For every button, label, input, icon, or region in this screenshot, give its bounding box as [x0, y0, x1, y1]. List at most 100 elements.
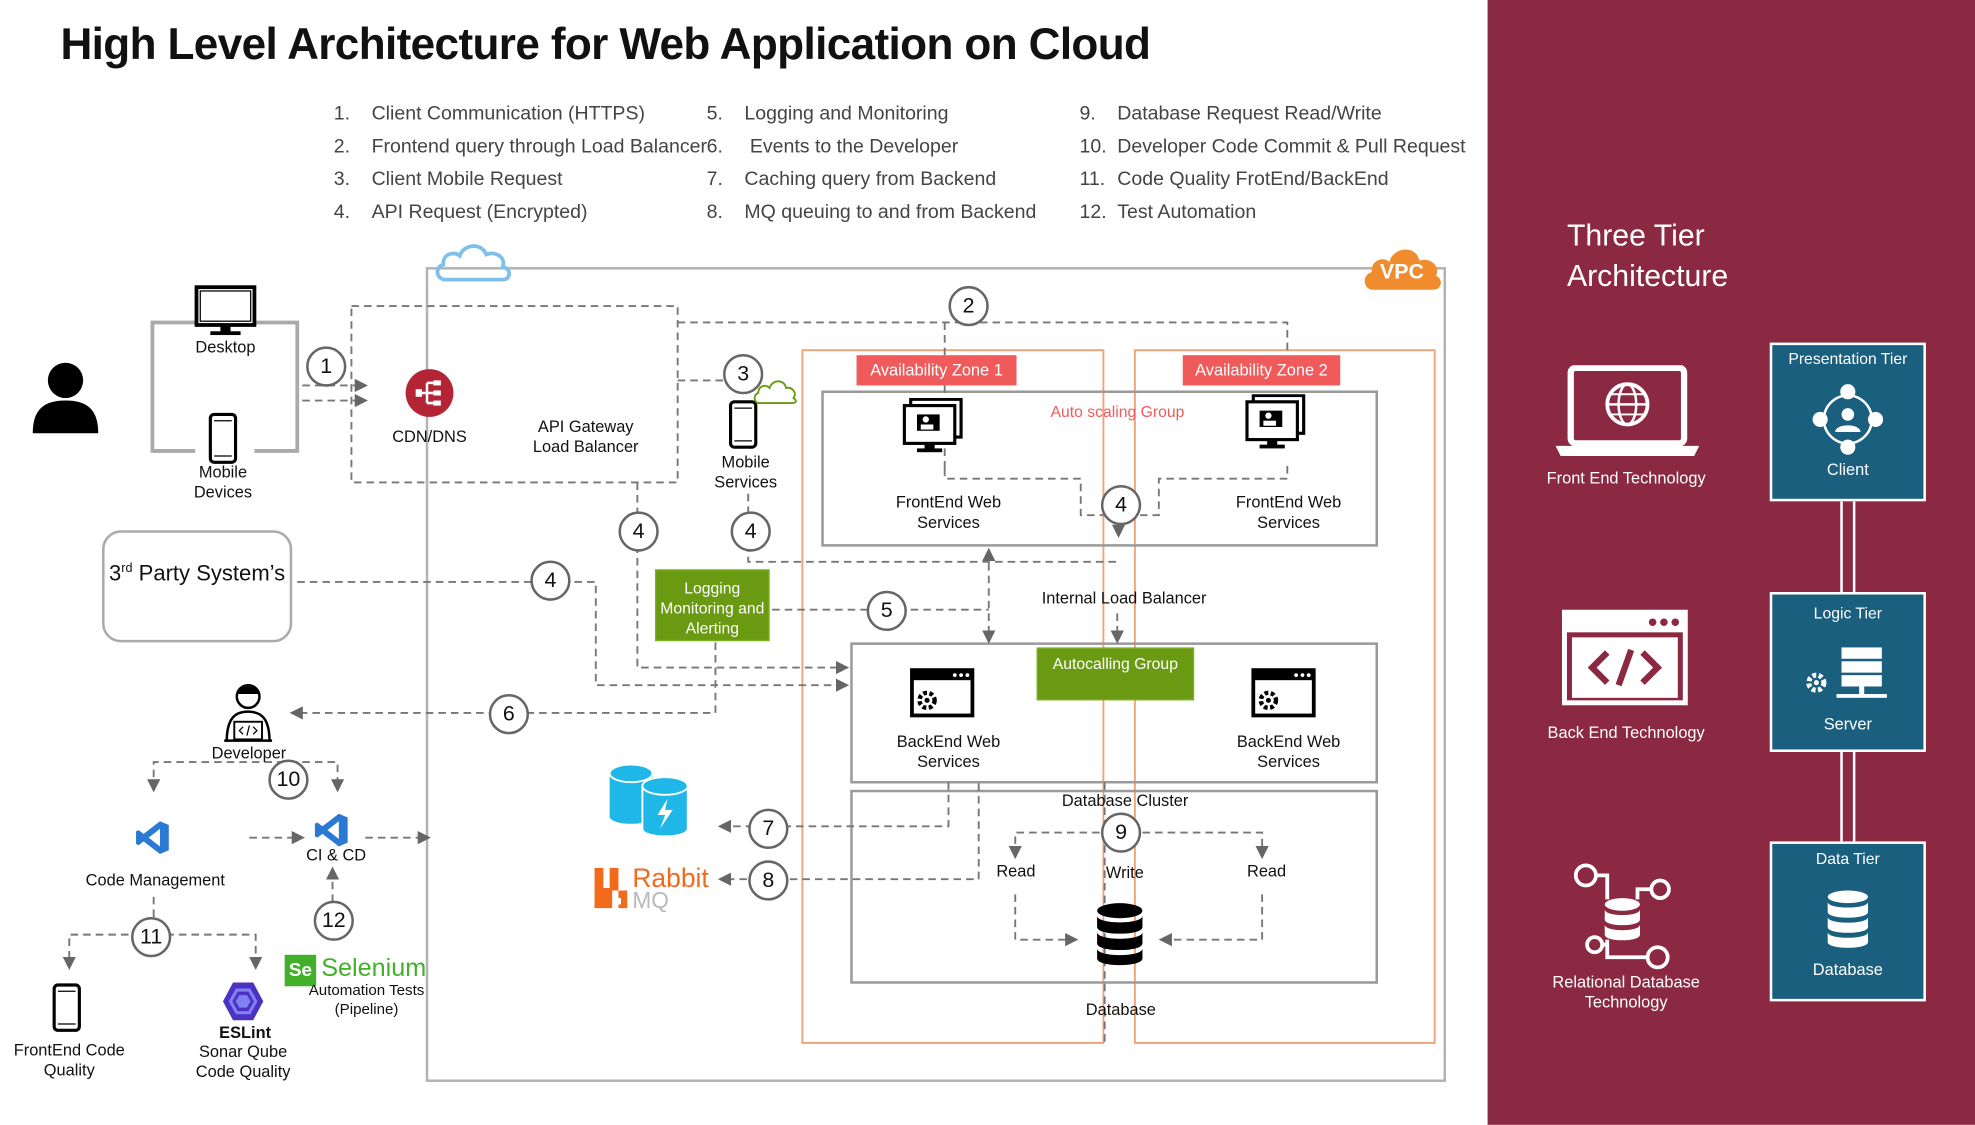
legend-item-10: Developer Code Commit & Pull Request: [1117, 136, 1466, 158]
legend-num-2: 2.: [333, 136, 351, 158]
legend-num-9: 9.: [1079, 103, 1096, 125]
frontend-quality-label: FrontEnd Code Quality: [13, 1040, 125, 1080]
back-end-technology-label: Back End Technology: [1547, 723, 1705, 742]
flow-marker-8: 8: [748, 860, 789, 901]
selenium-caption: Automation Tests (Pipeline): [308, 981, 425, 1018]
autocalling-group-box: Autocalling Group: [1036, 647, 1195, 701]
rabbitmq-icon: [594, 867, 628, 909]
legend-item-7: Caching query from Backend: [744, 168, 997, 191]
auto-scaling-label: Auto scaling Group: [1050, 403, 1185, 421]
database-label: Database: [1085, 1000, 1156, 1020]
legend-item-9: Database Request Read/Write: [1117, 103, 1382, 125]
relational-db-label: Relational Database Technology: [1552, 972, 1700, 1012]
desktop-label: Desktop: [195, 337, 256, 357]
user-icon: [32, 362, 99, 434]
data-tier-box: [1769, 841, 1926, 1002]
legend-num-6: 6.: [706, 136, 723, 158]
legend-item-5: Logging and Monitoring: [744, 103, 949, 125]
read-label-left: Read: [996, 861, 1036, 881]
cloud-icon: [435, 244, 512, 282]
presentation-tier-box: [1769, 342, 1926, 502]
client-label: Client: [1826, 459, 1869, 479]
legend-item-4: API Request (Encrypted): [371, 201, 588, 223]
database-cluster-box: [850, 789, 1379, 984]
api-gateway-label: API Gateway Load Balancer: [532, 416, 639, 456]
flow-marker-12: 12: [313, 900, 354, 941]
relational-db-icon: [1573, 863, 1671, 970]
cicd-label: CI & CD: [306, 845, 367, 865]
availability-zone-2-label: Availability Zone 2: [1182, 355, 1341, 386]
flow-marker-5: 5: [866, 590, 907, 632]
desktop-icon: [194, 285, 257, 336]
server-label: Server: [1823, 714, 1872, 734]
mobile-cloud-icon: [753, 380, 797, 405]
third-party-box: [102, 530, 293, 643]
frontend-services-label-2: FrontEnd Web Services: [1235, 492, 1342, 532]
auto-scaling-group-box: [821, 390, 1379, 547]
eslint-caption: Sonar Qube Code Quality: [195, 1041, 291, 1081]
frontend-services-label-1: FrontEnd Web Services: [895, 492, 1002, 532]
logging-monitoring-box: Logging Monitoring and Alerting: [654, 569, 770, 642]
backend-browser-icon-2: [1251, 668, 1316, 718]
data-tier-database-icon: [1827, 890, 1868, 948]
code-management-label: Code Management: [85, 870, 225, 890]
flow-marker-10: 10: [268, 759, 309, 800]
code-window-icon: [1561, 609, 1688, 706]
flow-marker-7: 7: [748, 808, 789, 849]
flow-marker-4-frontend: 4: [1100, 484, 1142, 526]
cache-icon: [608, 763, 689, 838]
legend-num-1: 1.: [333, 103, 351, 125]
rabbit-word: Rabbit: [632, 864, 709, 894]
legend-num-8: 8.: [706, 201, 723, 223]
third-party-rest: Party System’s: [132, 560, 286, 586]
flow-marker-11: 11: [130, 916, 172, 958]
page-title: High Level Architecture for Web Applicat…: [60, 20, 1151, 70]
vpc-cloud-icon: [1364, 249, 1441, 290]
cdn-icon: [405, 369, 454, 417]
legend-num-7: 7.: [706, 168, 723, 191]
flow-marker-2: 2: [948, 285, 989, 327]
internal-load-balancer-label: Internal Load Balancer: [1041, 588, 1207, 608]
flow-marker-3: 3: [723, 353, 764, 395]
third-party-label: 3rd Party System’s: [103, 554, 291, 588]
developer-icon: [224, 683, 273, 742]
legend-item-2: Frontend query through Load Balancer: [371, 136, 707, 158]
data-tier-title: Data Tier: [1815, 850, 1880, 868]
flow-marker-4-third-party: 4: [530, 560, 571, 601]
legend-item-12: Test Automation: [1117, 201, 1257, 223]
front-end-technology-label: Front End Technology: [1546, 468, 1706, 488]
selenium-word: Selenium: [321, 954, 427, 983]
legend-item-3: Client Mobile Request: [371, 168, 563, 191]
read-label-right: Read: [1247, 861, 1287, 881]
legend-item-8: MQ queuing to and from Backend: [744, 201, 1037, 223]
database-icon: [1097, 903, 1143, 966]
backend-services-label-2: BackEnd Web Services: [1236, 731, 1341, 771]
developer-label: Developer: [211, 743, 287, 763]
availability-zone-1-label: Availability Zone 1: [856, 355, 1017, 386]
legend-num-12: 12.: [1079, 201, 1107, 223]
rabbit-mq: MQ: [632, 888, 669, 914]
eslint-icon: [222, 982, 264, 1021]
logic-tier-title: Logic Tier: [1813, 604, 1882, 623]
laptop-globe-icon: [1555, 365, 1700, 456]
write-label: Write: [1105, 862, 1144, 882]
server-icon: [1806, 647, 1887, 698]
legend-item-11: Code Quality FrotEnd/BackEnd: [1117, 168, 1389, 191]
selenium-logo: Se: [284, 954, 317, 987]
flow-marker-1: 1: [306, 346, 347, 387]
third-party-base: 3: [109, 560, 122, 586]
database-cluster-label: Database Cluster: [1061, 791, 1189, 810]
eslint-word: ESLint: [219, 1022, 272, 1042]
client-bracket: [150, 320, 300, 453]
flow-marker-9: 9: [1100, 812, 1142, 853]
mobile-services-icon: [728, 400, 758, 449]
mobile-device-icon: [208, 412, 238, 464]
vscode-icon: [136, 821, 169, 855]
mobile-services-label: Mobile Services: [714, 452, 778, 492]
frontend-server-icon-2: [1245, 394, 1306, 449]
client-network-icon: [1812, 384, 1884, 455]
legend-num-11: 11.: [1079, 168, 1106, 191]
three-tier-title: Three Tier Architecture: [1566, 219, 1729, 294]
third-party-sup: rd: [121, 561, 133, 576]
